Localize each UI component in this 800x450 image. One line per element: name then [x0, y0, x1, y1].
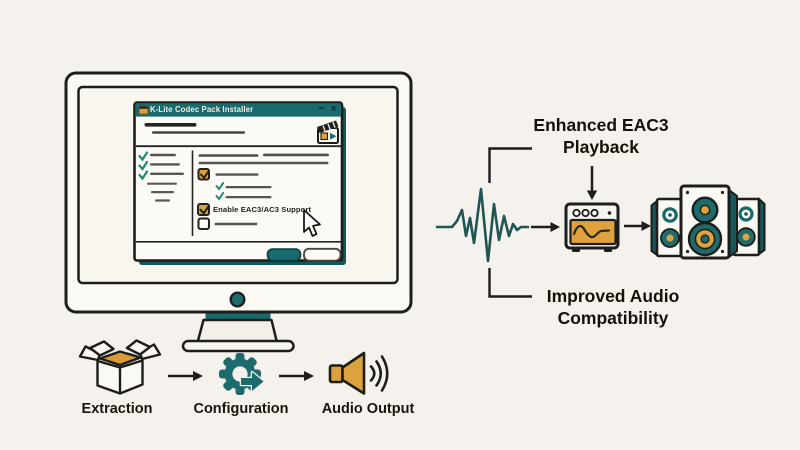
step-label-audio-output: Audio Output: [321, 401, 415, 417]
step-label-extraction: Extraction: [81, 401, 153, 417]
arrow-amp-to-speakers: [624, 221, 651, 231]
window-titlebar[interactable]: [135, 103, 341, 117]
down-arrow-icon: [586, 166, 598, 200]
speakers-icon: [650, 184, 766, 260]
arrow-waveform-to-amp: [531, 222, 560, 232]
checkbox-option-1[interactable]: [197, 168, 259, 181]
waveform-icon: [435, 187, 530, 263]
amplifier-icon: [564, 202, 620, 252]
step-label-configuration: Configuration: [193, 401, 289, 417]
cancel-button[interactable]: [303, 247, 342, 262]
minimize-button[interactable]: –: [318, 100, 325, 114]
cursor-icon: [303, 209, 321, 237]
window-right-panel: [197, 153, 329, 230]
window-header-placeholder-lines: [144, 123, 245, 134]
app-clapperboard-mini-icon: [138, 106, 149, 115]
arrow-configuration-to-audio: [279, 371, 314, 381]
close-button[interactable]: x: [331, 103, 337, 114]
install-button[interactable]: [266, 248, 302, 262]
box-icon: [78, 339, 162, 395]
audio-output-icon: [328, 351, 389, 395]
monitor-camera-dot: [229, 291, 246, 308]
checkbox-eac3-support[interactable]: [197, 203, 210, 216]
monitor-stand: [181, 310, 295, 353]
window-left-panel-list: [138, 151, 184, 202]
label-enhanced-eac3-playback: Enhanced EAC3 Playback: [533, 115, 669, 158]
gear-icon: [219, 353, 265, 395]
arrow-extraction-to-configuration: [168, 371, 203, 381]
eac3-checkbox-label[interactable]: Enable EAC3/AC3 Support: [213, 205, 312, 214]
installer-window: [133, 101, 346, 265]
label-improved-audio-compatibility: Improved Audio Compatibility: [546, 286, 680, 329]
window-title: K-Lite Codec Pack Installer: [150, 104, 254, 114]
checkbox-option-unchecked[interactable]: [197, 217, 258, 230]
annotation-bracket: [488, 147, 532, 298]
clapperboard-icon: [317, 120, 339, 144]
